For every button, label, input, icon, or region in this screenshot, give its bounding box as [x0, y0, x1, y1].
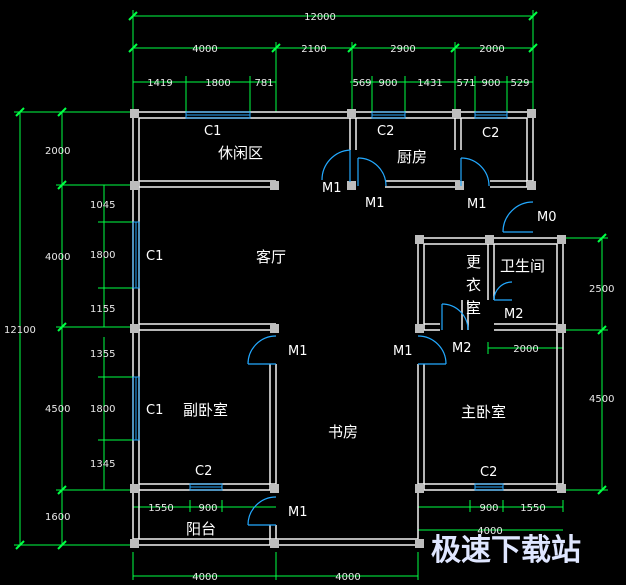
- dim-top-2900: 2900: [390, 44, 415, 55]
- watermark: 极速下载站: [431, 533, 581, 568]
- dim-top-529: 529: [510, 78, 529, 89]
- dim-bottom-4000-mid: 4000: [477, 526, 502, 537]
- dim-top-900b: 900: [481, 78, 500, 89]
- dim-bottom-1550a: 1550: [148, 503, 173, 514]
- dim-left-2000: 2000: [45, 146, 70, 157]
- tag-c1-left-lower: C1: [146, 403, 163, 418]
- pillars: [130, 109, 566, 548]
- tag-c2-right: C2: [482, 126, 499, 141]
- dim-left-total: 12100: [4, 325, 36, 336]
- dim-left-1355: 1355: [90, 349, 115, 360]
- tag-m1-c: M1: [467, 197, 487, 212]
- dim-top-571: 571: [456, 78, 475, 89]
- room-bathroom-label: 卫生间: [500, 257, 545, 275]
- dim-left-1800b: 1800: [90, 404, 115, 415]
- dim-top-900a: 900: [378, 78, 397, 89]
- dim-bottom-4000-left: 4000: [192, 572, 217, 583]
- windows: [132, 111, 508, 491]
- tag-m1-d: M1: [288, 344, 308, 359]
- dim-right-4500: 4500: [589, 394, 614, 405]
- room-living-label: 客厅: [256, 248, 286, 266]
- dim-left-4500: 4500: [45, 404, 70, 415]
- tag-c2-kitchen: C2: [377, 124, 394, 139]
- dimension-labels: 12000 4000 2100 2900 2000 1419 1800 781 …: [4, 12, 614, 583]
- tag-c2-balcony: C2: [195, 464, 212, 479]
- dim-bottom-4000-right: 4000: [335, 572, 360, 583]
- room-dressing-label-2: 衣: [466, 276, 481, 294]
- tag-m1-e: M1: [393, 344, 413, 359]
- dim-left-1345: 1345: [90, 459, 115, 470]
- dim-top-1800: 1800: [205, 78, 230, 89]
- tag-c2-master: C2: [480, 465, 497, 480]
- dim-bottom-1550b: 1550: [520, 503, 545, 514]
- room-dressing-label-3: 室: [466, 299, 481, 317]
- tag-c1-top: C1: [204, 124, 221, 139]
- room-leisure-label: 休闲区: [218, 144, 263, 162]
- dim-right-2500: 2500: [589, 284, 614, 295]
- tag-m1-a: M1: [322, 181, 342, 196]
- tag-c1-left-upper: C1: [146, 249, 163, 264]
- tag-m2-a: M2: [504, 307, 524, 322]
- dim-top-781: 781: [254, 78, 273, 89]
- dim-right-2000: 2000: [513, 344, 538, 355]
- door-swings: [247, 149, 534, 526]
- dim-top-2100: 2100: [301, 44, 326, 55]
- dimension-ticks: [15, 11, 607, 550]
- dim-left-1600: 1600: [45, 512, 70, 523]
- dim-top-1419: 1419: [147, 78, 172, 89]
- tag-m0: M0: [537, 210, 557, 225]
- dim-left-1800a: 1800: [90, 250, 115, 261]
- room-balcony-label: 阳台: [186, 520, 216, 538]
- dim-top-569: 569: [352, 78, 371, 89]
- room-master-bedroom-label: 主卧室: [461, 403, 506, 421]
- walls: [132, 111, 564, 546]
- dim-bottom-900a: 900: [198, 503, 217, 514]
- dim-bottom-900b: 900: [479, 503, 498, 514]
- dim-top-1431: 1431: [417, 78, 442, 89]
- dimension-lines: [14, 10, 608, 580]
- room-dressing-label-1: 更: [466, 253, 481, 271]
- dim-left-4000: 4000: [45, 252, 70, 263]
- room-labels: 休闲区 厨房 客厅 卫生间 更 衣 室 副卧室 书房 主卧室 阳台: [183, 144, 545, 538]
- dim-left-1155: 1155: [90, 304, 115, 315]
- tag-m1-b: M1: [365, 196, 385, 211]
- dim-top-2000: 2000: [479, 44, 504, 55]
- dim-left-1045: 1045: [90, 200, 115, 211]
- room-kitchen-label: 厨房: [397, 148, 427, 166]
- room-second-bedroom-label: 副卧室: [183, 401, 228, 419]
- dim-top-4000: 4000: [192, 44, 217, 55]
- watermark-text: 极速下载站: [431, 533, 581, 568]
- tag-m2-b: M2: [452, 341, 472, 356]
- tag-m1-f: M1: [288, 505, 308, 520]
- dim-total-top: 12000: [304, 12, 336, 23]
- room-study-label: 书房: [328, 423, 358, 441]
- opening-tags: C1 C2 C2 M1 M1 M1 M0 C1 M2 M1 M1 M2 C1 C…: [146, 124, 557, 520]
